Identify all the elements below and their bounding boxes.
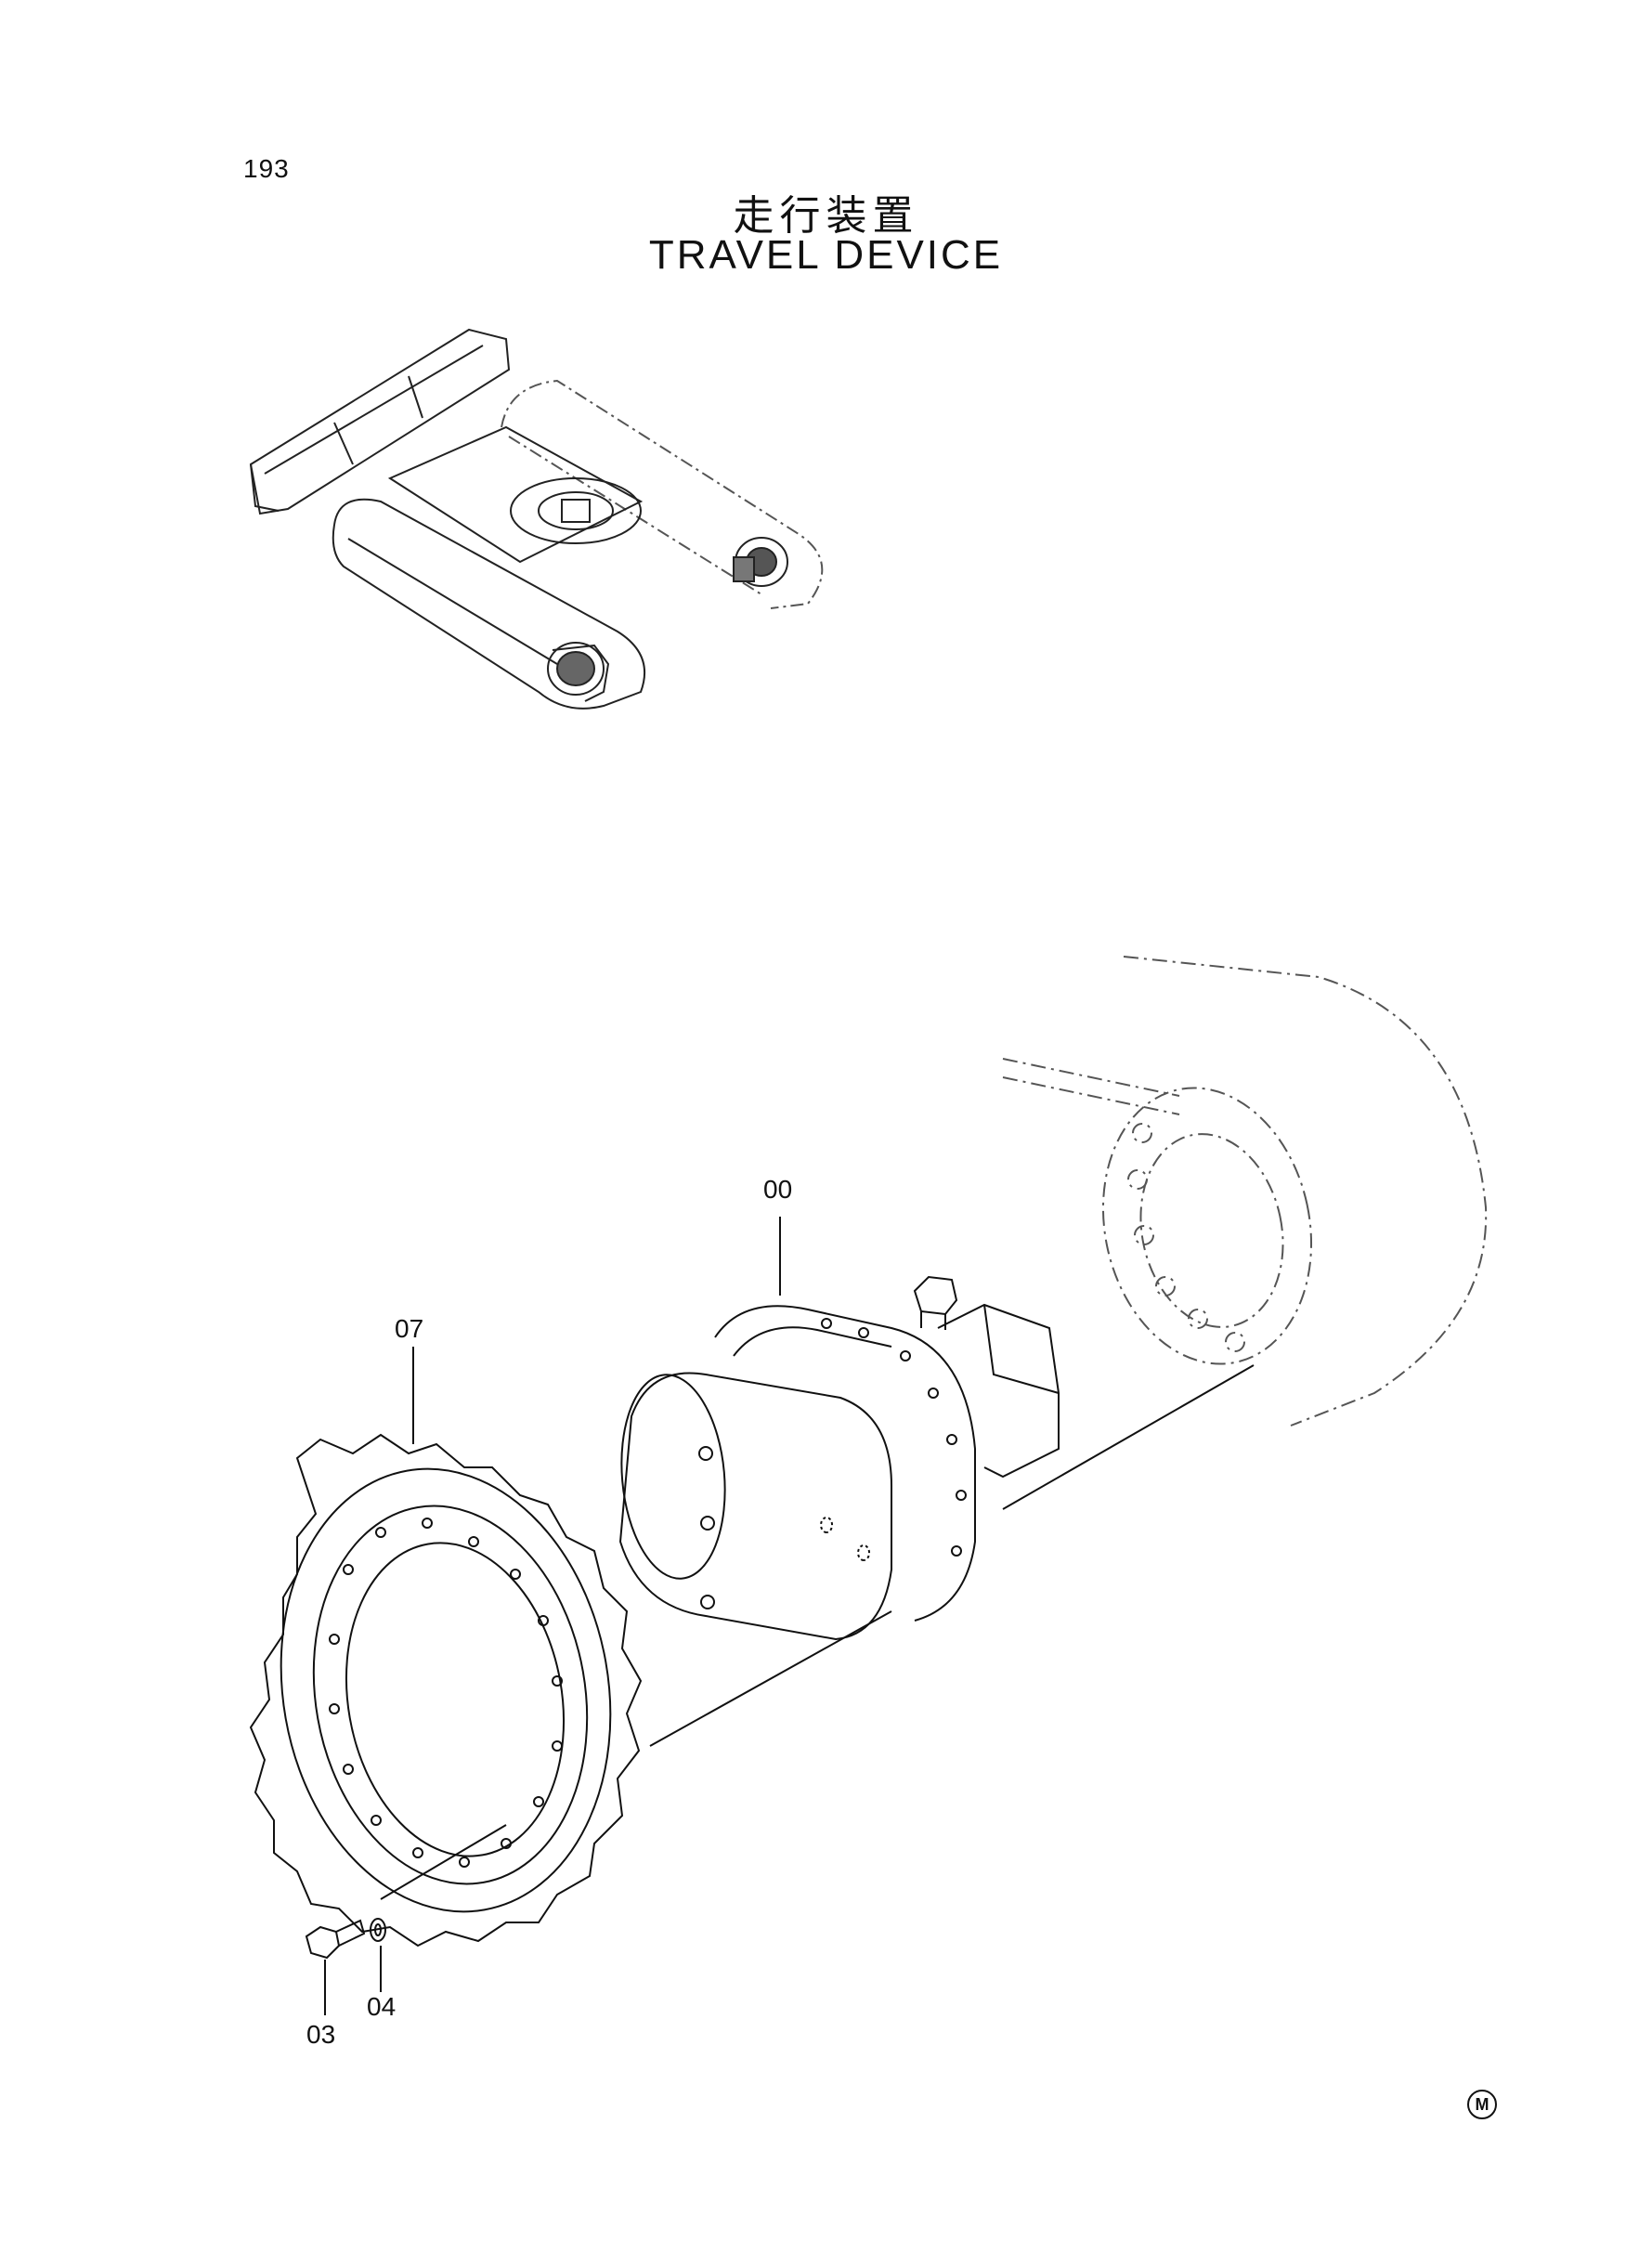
callout-03: 03 — [306, 2020, 335, 2049]
center-frame — [387, 425, 644, 564]
callout-00: 00 — [763, 1175, 792, 1204]
rear-track-frame — [501, 379, 824, 609]
callout-07: 07 — [395, 1314, 423, 1343]
page-title-japanese: 走行装置 — [733, 192, 919, 240]
front-track-frame — [332, 498, 646, 710]
sprocket — [249, 1433, 643, 1948]
undercarriage-overview — [249, 328, 824, 710]
callout-04: 04 — [367, 1992, 396, 2021]
overview-travel-motor-rear — [733, 537, 788, 587]
page-title-english: TRAVEL DEVICE — [648, 232, 1004, 278]
washer — [370, 1918, 386, 1942]
track-frame-ghost — [1002, 956, 1488, 1427]
travel-device-assembly — [618, 1275, 1060, 1641]
overview-travel-motor-front — [547, 642, 610, 702]
circled-m-mark: M — [1467, 2090, 1497, 2119]
bolt — [305, 1919, 366, 1960]
assembly-axis-lines — [380, 1364, 1255, 1900]
leader-lines — [324, 1217, 781, 2015]
dozer-blade — [249, 328, 511, 515]
page-number: 193 — [243, 154, 290, 183]
